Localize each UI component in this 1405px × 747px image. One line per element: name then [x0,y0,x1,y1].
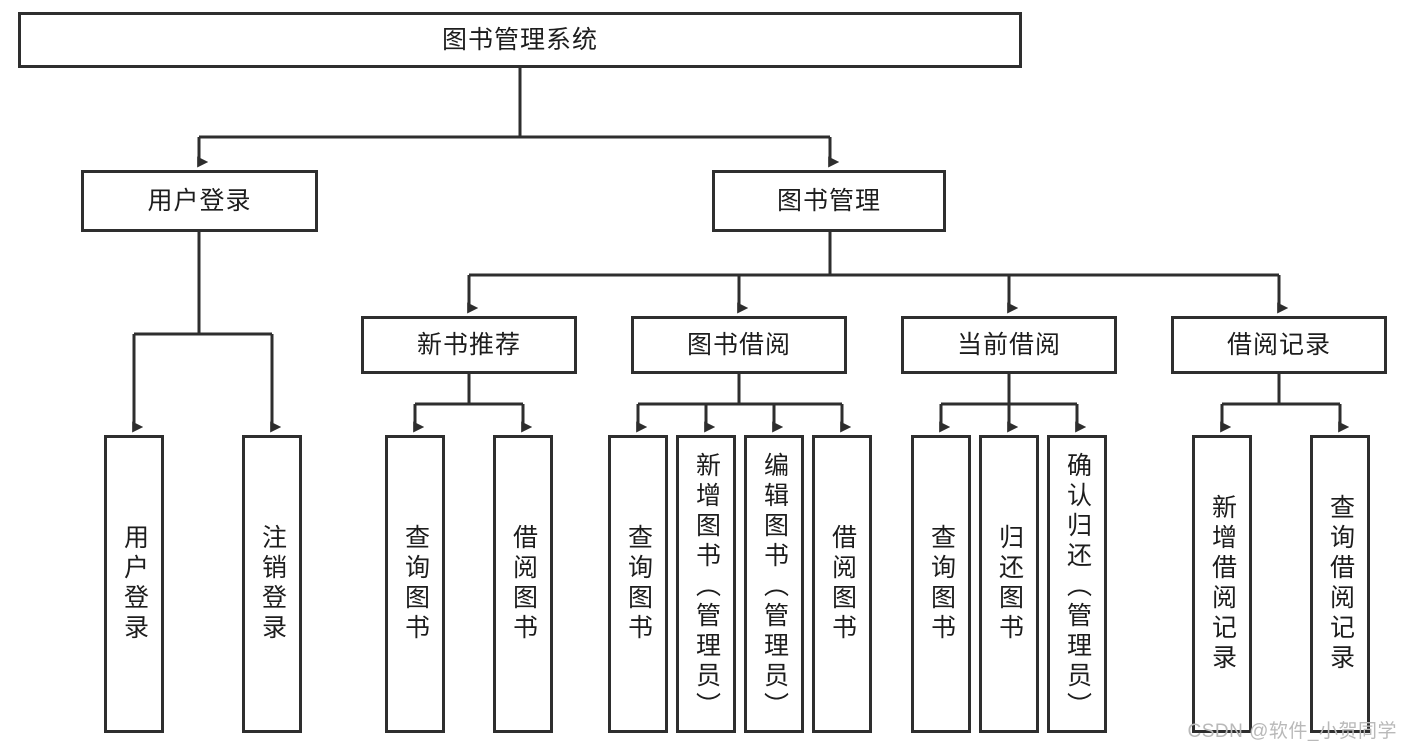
node-current-borrow-label: 当前借阅 [956,331,1061,359]
node-book-borrow-label: 图书借阅 [686,331,791,359]
node-leaf-query-record-label: 查询借阅记录 [1326,494,1355,674]
node-leaf-add-record-label: 新增借阅记录 [1208,494,1237,674]
node-leaf-logout-login-label: 注销登录 [258,524,287,644]
node-leaf-borrow-book-2[interactable]: 借阅图书 [812,435,872,733]
node-leaf-add-record[interactable]: 新增借阅记录 [1192,435,1252,733]
node-root[interactable]: 图书管理系统 [18,12,1022,68]
node-leaf-query-book-2[interactable]: 查询图书 [608,435,668,733]
node-book-manage[interactable]: 图书管理 [712,170,946,232]
node-leaf-query-book-3-label: 查询图书 [927,524,956,644]
node-leaf-query-book-1[interactable]: 查询图书 [385,435,445,733]
node-borrow-record[interactable]: 借阅记录 [1171,316,1387,374]
watermark-text: CSDN @软件_小贺同学 [1187,721,1397,742]
node-leaf-query-record[interactable]: 查询借阅记录 [1310,435,1370,733]
node-leaf-user-login[interactable]: 用户登录 [104,435,164,733]
node-leaf-return-book-label: 归还图书 [995,524,1024,644]
node-book-borrow[interactable]: 图书借阅 [631,316,847,374]
node-new-book-recommend[interactable]: 新书推荐 [361,316,577,374]
node-leaf-add-book-label: 新增图书（管理员） [692,452,721,722]
node-user-login-label: 用户登录 [147,187,252,215]
node-borrow-record-label: 借阅记录 [1226,331,1331,359]
node-leaf-edit-book-label: 编辑图书（管理员） [760,452,789,722]
node-root-label: 图书管理系统 [441,26,598,54]
node-leaf-confirm-return[interactable]: 确认归还（管理员） [1047,435,1107,733]
node-leaf-edit-book[interactable]: 编辑图书（管理员） [744,435,804,733]
node-leaf-borrow-book-1[interactable]: 借阅图书 [493,435,553,733]
node-leaf-query-book-3[interactable]: 查询图书 [911,435,971,733]
node-new-book-recommend-label: 新书推荐 [416,331,521,359]
node-leaf-borrow-book-1-label: 借阅图书 [509,524,538,644]
node-leaf-return-book[interactable]: 归还图书 [979,435,1039,733]
node-leaf-query-book-2-label: 查询图书 [624,524,653,644]
node-leaf-confirm-return-label: 确认归还（管理员） [1063,452,1092,722]
node-leaf-logout-login[interactable]: 注销登录 [242,435,302,733]
node-user-login[interactable]: 用户登录 [81,170,318,232]
node-leaf-add-book[interactable]: 新增图书（管理员） [676,435,736,733]
node-leaf-borrow-book-2-label: 借阅图书 [828,524,857,644]
node-leaf-user-login-label: 用户登录 [120,524,149,644]
node-current-borrow[interactable]: 当前借阅 [901,316,1117,374]
node-book-manage-label: 图书管理 [776,187,881,215]
node-leaf-query-book-1-label: 查询图书 [401,524,430,644]
